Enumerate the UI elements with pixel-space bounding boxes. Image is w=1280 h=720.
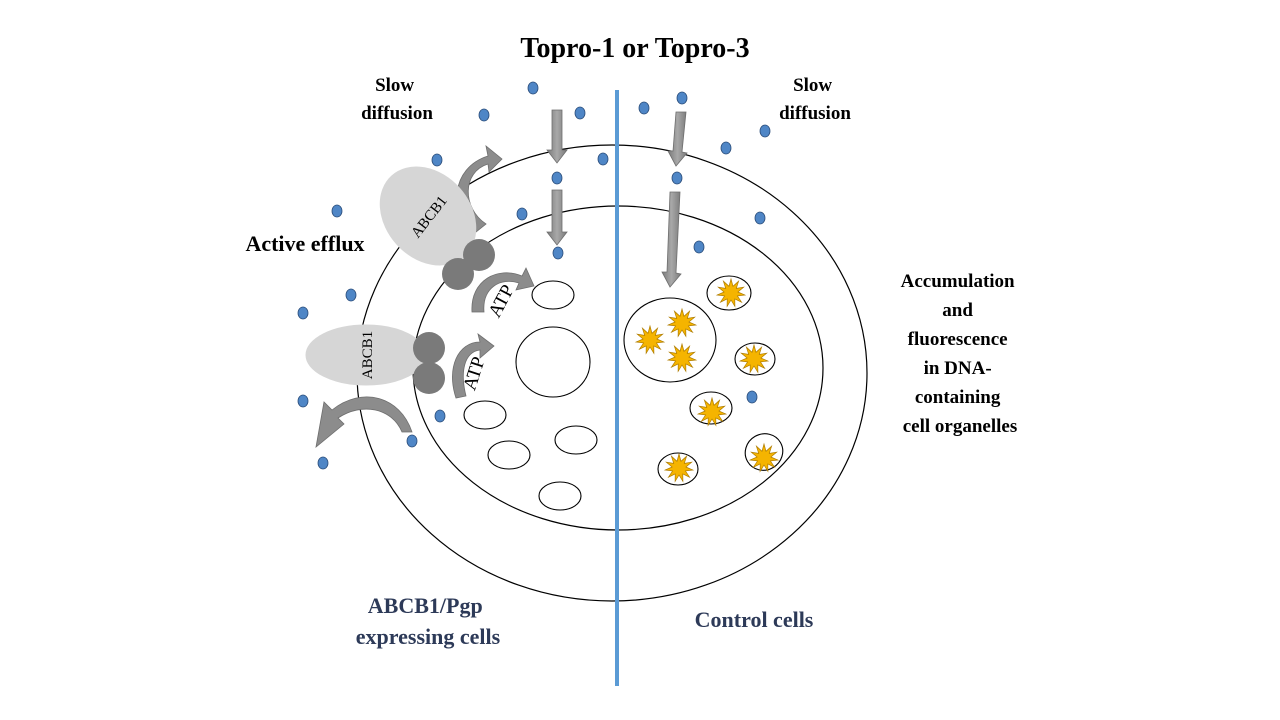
fluorescence-burst [738, 343, 770, 374]
dye-molecule [638, 101, 650, 115]
organelle-large [515, 326, 591, 398]
right-organelles [623, 275, 784, 486]
label-line: in DNA- [924, 358, 992, 379]
fluorescence-burst [634, 324, 666, 355]
fluorescence-bursts [634, 277, 780, 483]
label-line: fluorescence [908, 329, 1008, 350]
label-line: Accumulation [901, 271, 1015, 292]
dye-molecule [527, 81, 539, 95]
label-line: Slow [793, 75, 832, 96]
dye-molecule [345, 288, 357, 302]
label-line: expressing cells [356, 624, 501, 649]
slow-diffusion-left: Slow diffusion [361, 75, 433, 124]
organelle [706, 275, 752, 311]
organelle [554, 425, 598, 455]
atp-binding-domain [463, 239, 495, 271]
dye-molecule [331, 204, 343, 218]
dye-molecule [574, 106, 586, 120]
fluorescence-burst [715, 277, 747, 308]
organelle [538, 481, 582, 511]
diffusion-arrow [546, 189, 568, 246]
label-line: containing [915, 387, 1001, 408]
dye-molecule [759, 124, 771, 138]
dye-molecule [431, 153, 443, 167]
label-line: diffusion [779, 103, 851, 124]
diffusion-arrow [661, 191, 682, 288]
dye-molecule [406, 434, 418, 448]
label-line: cell organelles [903, 416, 1018, 437]
dye-molecule [746, 390, 758, 404]
accumulation-label: Accumulation and fluorescence in DNA- co… [901, 271, 1020, 437]
atp-binding-domain [442, 258, 474, 290]
dye-molecule [671, 171, 683, 185]
organelle [487, 440, 531, 470]
dye-molecule [754, 211, 766, 225]
label-line: Slow [375, 75, 414, 96]
fluorescence-burst [666, 342, 698, 373]
organelle [657, 452, 699, 486]
dye-molecule [297, 306, 309, 320]
atp-binding-domain [413, 362, 445, 394]
atp-arrow-lower [452, 333, 495, 399]
organelle-large [623, 297, 717, 383]
organelle [463, 400, 507, 430]
diffusion-arrow [546, 109, 568, 164]
diffusion-arrows [546, 109, 688, 288]
label-line: and [942, 300, 973, 321]
dye-molecule [478, 108, 490, 122]
efflux-arrow-lower [315, 396, 413, 448]
dye-molecule [434, 409, 446, 423]
active-efflux-label: Active efflux [245, 231, 364, 256]
abcb1-cells-label: ABCB1/Pgp expressing cells [356, 593, 501, 649]
slow-diffusion-right: Slow diffusion [779, 75, 851, 124]
dye-molecule [297, 394, 309, 408]
dye-molecule [693, 240, 705, 254]
dye-molecule [597, 152, 609, 166]
fluorescence-burst [666, 307, 698, 338]
transporter-label: ABCB1 [360, 331, 376, 379]
dye-molecule [551, 171, 563, 185]
fluorescence-burst [663, 452, 695, 483]
organelle [734, 342, 776, 376]
fluorescence-burst [696, 396, 728, 427]
atp-arrow-upper [471, 267, 535, 313]
organelle [689, 391, 733, 425]
dye-molecules [297, 81, 771, 470]
dye-molecule [720, 141, 732, 155]
left-organelles [463, 280, 598, 511]
organelle [744, 433, 784, 471]
control-cells-label: Control cells [695, 607, 814, 632]
abcb1-transporter-lower: ABCB1 [305, 324, 445, 394]
atp-binding-domain [413, 332, 445, 364]
dye-molecule [317, 456, 329, 470]
label-line: ABCB1/Pgp [368, 593, 483, 618]
diagram-title: Topro-1 or Topro-3 [520, 33, 749, 64]
dye-molecule [676, 91, 688, 105]
organelle [531, 280, 575, 310]
label-line: diffusion [361, 103, 433, 124]
dye-molecule [552, 246, 564, 260]
dye-molecule [516, 207, 528, 221]
fluorescence-burst [748, 442, 780, 473]
abcb1-transporter-upper: ABCB1 [379, 166, 495, 290]
diffusion-arrow [667, 111, 688, 167]
